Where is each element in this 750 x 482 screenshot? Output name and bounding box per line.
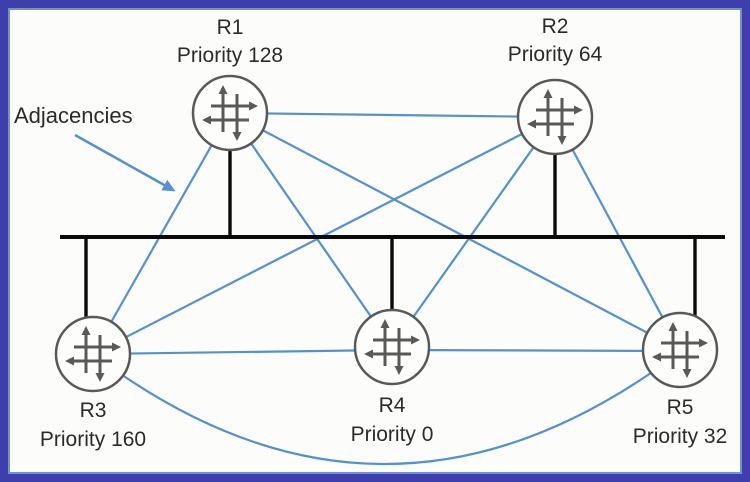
adjacency-link-r1-r3 — [92, 112, 231, 355]
router-name: R5 — [667, 396, 694, 419]
router-icon — [193, 76, 267, 150]
router-icon — [643, 313, 717, 387]
router-priority: Priority 0 — [351, 423, 434, 446]
router-priority: Priority 160 — [40, 428, 146, 451]
router-r2: R2 Priority 64 — [508, 15, 603, 154]
adjacency-link-r4-r5 — [391, 348, 681, 353]
adjacencies-annotation: Adjacencies — [14, 103, 176, 192]
router-name: R3 — [80, 399, 107, 422]
adjacency-link-r2-r5 — [554, 116, 681, 351]
router-priority: Priority 64 — [508, 43, 603, 66]
router-priority: Priority 128 — [177, 44, 283, 67]
adjacency-link-r2-r4 — [391, 116, 556, 348]
router-r3: R3 Priority 160 — [40, 317, 146, 451]
router-r4: R4 Priority 0 — [351, 310, 434, 446]
adjacencies-pointer-arrow — [74, 133, 176, 192]
router-name: R2 — [542, 15, 569, 38]
lan-bus — [60, 150, 725, 335]
router-name: R1 — [217, 16, 244, 39]
adjacencies-label: Adjacencies — [14, 103, 133, 128]
adjacency-link-r3-r4 — [92, 348, 393, 356]
router-priority: Priority 32 — [633, 425, 728, 448]
router-r1: R1 Priority 128 — [177, 16, 283, 150]
router-icon — [518, 80, 592, 154]
router-icon — [56, 317, 130, 391]
adjacency-link-r1-r4 — [229, 112, 393, 348]
adjacency-link-r3-r5-arc — [92, 351, 681, 465]
router-r5: R5 Priority 32 — [633, 313, 728, 448]
adjacency-link-r1-r5 — [229, 112, 681, 351]
adjacency-link-r1-r2 — [229, 111, 556, 119]
router-name: R4 — [379, 394, 406, 417]
router-icon — [355, 310, 429, 384]
